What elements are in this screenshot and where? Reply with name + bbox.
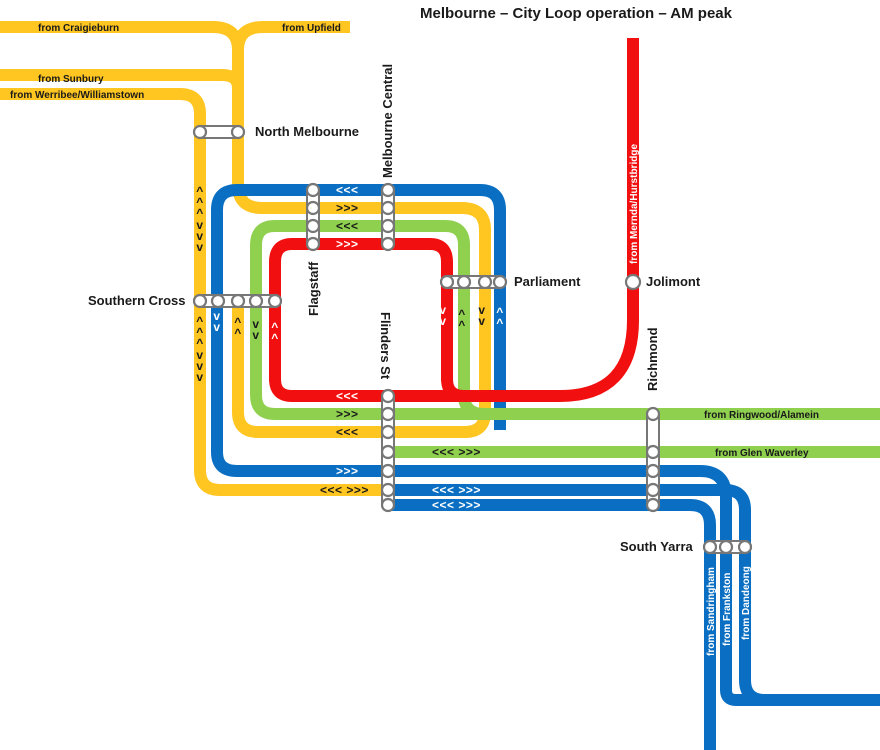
up-marker: ^: [271, 320, 279, 334]
yellow-group-lines: [0, 21, 491, 496]
down-marker: v: [196, 229, 203, 243]
up-marker: ^: [234, 315, 242, 329]
green-east-markers: ^ ^: [458, 307, 466, 332]
label-glen-waverley: from Glen Waverley: [715, 448, 809, 459]
yellow-bypass-arrows: <<< >>>: [320, 483, 369, 497]
label-upfield: from Upfield: [282, 23, 341, 34]
blue-group-lines: [211, 184, 880, 750]
yellow-east-markers: v v: [478, 303, 485, 328]
label-craigieburn: from Craigieburn: [38, 23, 119, 34]
yellow-loop: [232, 88, 491, 438]
label-mernda: from Mernda/Hurstbridge: [629, 144, 640, 264]
down-marker: v: [252, 317, 259, 331]
up-marker: ^: [196, 314, 204, 328]
station-name-flagstaff: Flagstaff: [306, 261, 321, 316]
yellow-west-markers: ^ ^: [234, 315, 242, 340]
station-parliament[interactable]: [439, 274, 508, 290]
station-name-melbourne-central: Melbourne Central: [380, 64, 395, 178]
red-group-lines: [269, 38, 639, 402]
diagram-title: Melbourne – City Loop operation – AM pea…: [420, 5, 733, 22]
up-marker: ^: [496, 305, 504, 319]
label-sandringham: from Sandringham: [706, 567, 717, 656]
yellow-bottom-arrows: <<<: [336, 425, 359, 439]
station-flinders-st[interactable]: [380, 388, 396, 513]
up-marker: ^: [458, 318, 466, 332]
dandenong-arrows: <<< >>>: [432, 483, 481, 497]
down-marker: v: [196, 218, 203, 232]
down-marker: v: [196, 370, 203, 384]
up-marker: ^: [234, 326, 242, 340]
werribee-up-down-markers-upper: ^ ^ ^ v v v: [196, 184, 204, 254]
blue-east-markers: ^ ^: [496, 305, 504, 330]
label-werribee: from Werribee/Williamstown: [10, 90, 144, 101]
direction-markers: <<< >>> <<< >>> <<< >>> <<< >>> <<< >>> …: [320, 183, 481, 512]
blue-top-arrows: <<<: [336, 183, 359, 197]
down-marker: v: [252, 328, 259, 342]
green-group-lines: [250, 220, 880, 458]
craigieburn-line: [0, 21, 244, 94]
station-name-north-melbourne: North Melbourne: [255, 124, 359, 139]
vertical-direction-markers: ^ ^ ^ v v v ^ ^ ^ v v v v v ^ ^ v v ^: [196, 184, 504, 384]
red-top-arrows: >>>: [336, 237, 359, 251]
station-name-southern-cross: Southern Cross: [88, 293, 186, 308]
blue-bottom-arrows: >>>: [336, 464, 359, 478]
red-east-markers: v v: [439, 303, 446, 328]
down-marker: v: [196, 359, 203, 373]
werribee-up-down-markers-lower: ^ ^ ^ v v v: [196, 314, 204, 384]
station-name-jolimont: Jolimont: [646, 274, 701, 289]
station-name-parliament: Parliament: [514, 274, 581, 289]
down-marker: v: [196, 240, 203, 254]
station-richmond[interactable]: [645, 406, 661, 513]
up-marker: ^: [271, 331, 279, 345]
glen-waverley-arrows: <<< >>>: [432, 445, 481, 459]
line-labels: from Craigieburn from Upfield from Sunbu…: [10, 23, 819, 656]
down-marker: v: [439, 303, 446, 317]
station-jolimont[interactable]: [624, 273, 642, 291]
up-marker: ^: [196, 195, 204, 209]
station-southern-cross[interactable]: [192, 293, 283, 309]
down-marker: v: [196, 348, 203, 362]
station-names: North Melbourne Melbourne Central Flagst…: [88, 64, 701, 554]
upfield-line: [232, 21, 350, 51]
yellow-top-arrows: >>>: [336, 201, 359, 215]
red-west-markers: ^ ^: [271, 320, 279, 345]
station-markers: [192, 124, 753, 555]
label-frankston: from Frankston: [722, 573, 733, 646]
green-west-markers: v v: [252, 317, 259, 342]
blue-loop: [211, 184, 880, 706]
up-marker: ^: [458, 307, 466, 321]
label-sunbury: from Sunbury: [38, 74, 104, 85]
up-marker: ^: [196, 336, 204, 350]
green-top-arrows: <<<: [336, 219, 359, 233]
ringwood-loop: [250, 220, 880, 420]
label-dandenong: from Dandeong: [741, 566, 752, 640]
blue-west-markers: v v: [213, 309, 220, 334]
werribee-sunbury-bypass-line: [0, 88, 387, 496]
down-marker: v: [478, 314, 485, 328]
station-south-yarra[interactable]: [702, 539, 753, 555]
green-bottom-arrows: >>>: [336, 407, 359, 421]
label-ringwood: from Ringwood/Alamein: [704, 410, 819, 421]
down-marker: v: [478, 303, 485, 317]
dandenong-line: [387, 484, 880, 706]
up-marker: ^: [196, 206, 204, 220]
down-marker: v: [439, 314, 446, 328]
up-marker: ^: [196, 325, 204, 339]
up-marker: ^: [496, 316, 504, 330]
red-bottom-arrows: <<<: [336, 389, 359, 403]
down-marker: v: [213, 320, 220, 334]
sandringham-line: [387, 499, 716, 750]
station-name-south-yarra: South Yarra: [620, 539, 694, 554]
station-name-richmond: Richmond: [645, 327, 660, 391]
station-flagstaff[interactable]: [305, 182, 321, 252]
station-north-melbourne[interactable]: [192, 124, 246, 140]
station-name-flinders-st: Flinders St: [378, 312, 393, 380]
mernda-loop: [269, 38, 639, 402]
station-melbourne-central[interactable]: [380, 182, 396, 252]
down-marker: v: [213, 309, 220, 323]
sandringham-arrows: <<< >>>: [432, 498, 481, 512]
up-marker: ^: [196, 184, 204, 198]
